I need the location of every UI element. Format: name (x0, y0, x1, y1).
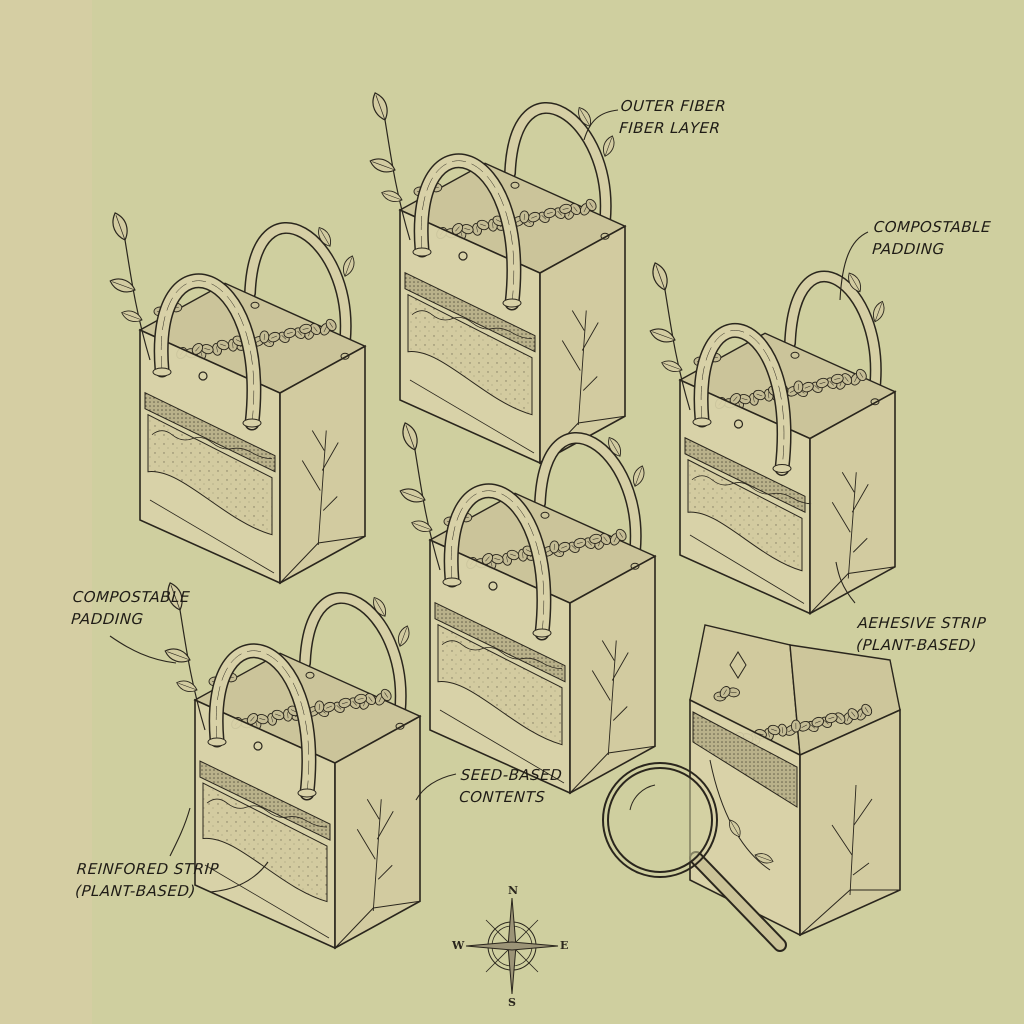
bag-bottom-left (164, 582, 422, 950)
label-adhesive-strip: AEHESIVE STRIP (PLANT-BASED) (855, 614, 987, 654)
bags-layer (109, 92, 897, 950)
magnifying-glass-icon (602, 762, 787, 952)
label-compostable-padding-left: COMPOSTABLE PADDING (70, 588, 191, 628)
label-outer-fiber-layer: OUTER FIBER FIBER LAYER (618, 97, 727, 137)
label-reinforced-strip: REINFORED STRIP (PLANT-BASED) (74, 860, 220, 900)
compass-east-label: E (560, 939, 569, 952)
bag-top-center (369, 92, 627, 465)
bag-right (649, 262, 897, 615)
bag-left (109, 212, 367, 585)
compass-south-label: S (508, 996, 516, 1009)
label-seed-based-contents: SEED-BASED CONTENTS (458, 766, 563, 806)
leader-lines (109, 109, 869, 893)
bag-center (399, 422, 657, 795)
compass-rose-icon (465, 897, 559, 995)
label-compostable-padding-right: COMPOSTABLE PADDING (871, 218, 992, 258)
compass-west-label: W (452, 939, 465, 952)
compass-north-label: N (508, 884, 519, 897)
